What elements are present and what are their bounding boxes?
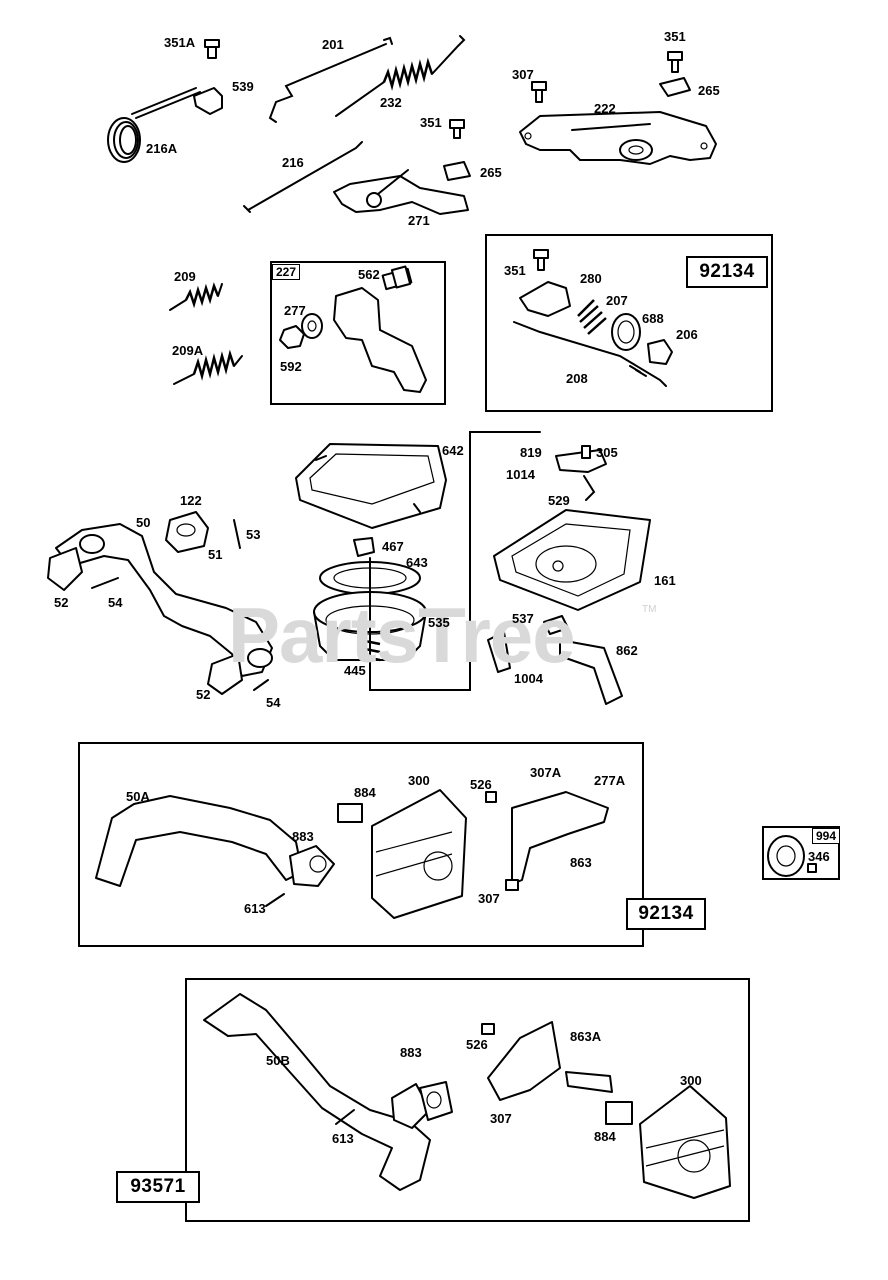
part-label-271: 271 bbox=[408, 213, 430, 228]
spring-209A-part bbox=[173, 349, 243, 385]
part-label-529: 529 bbox=[548, 493, 570, 508]
part-label-688: 688 bbox=[642, 311, 664, 326]
part-label-883-bottom: 883 bbox=[400, 1045, 422, 1060]
base-161-part bbox=[487, 445, 651, 705]
kit-number-93571: 93571 bbox=[116, 1171, 200, 1203]
part-label-351-kit: 351 bbox=[504, 263, 526, 278]
part-label-201: 201 bbox=[322, 37, 344, 52]
part-label-307-bottom: 307 bbox=[490, 1111, 512, 1126]
muffler-93571-part bbox=[203, 993, 731, 1199]
tag-994: 994 bbox=[812, 828, 841, 844]
frame-227-box bbox=[270, 261, 446, 405]
part-label-1014: 1014 bbox=[506, 467, 535, 482]
frame-93571-muffler-box bbox=[185, 978, 750, 1222]
frame-92134-muffler-box bbox=[78, 742, 644, 947]
spring-232-part bbox=[335, 35, 466, 117]
part-label-216A: 216A bbox=[146, 141, 178, 156]
part-label-863A: 863A bbox=[570, 1029, 602, 1044]
part-label-562: 562 bbox=[358, 267, 380, 282]
spring-216A-part bbox=[107, 87, 201, 163]
part-label-277: 277 bbox=[284, 303, 306, 318]
part-label-307A: 307A bbox=[530, 765, 562, 780]
part-label-539: 539 bbox=[232, 79, 254, 94]
part-label-445: 445 bbox=[344, 663, 366, 678]
tag-227: 227 bbox=[272, 264, 301, 280]
bolt-351-part bbox=[449, 51, 683, 139]
part-label-50B: 50B bbox=[266, 1053, 290, 1068]
part-label-52-top: 52 bbox=[54, 595, 69, 610]
part-label-819: 819 bbox=[520, 445, 542, 460]
part-label-307-mid: 307 bbox=[478, 891, 500, 906]
part-label-351-top: 351 bbox=[664, 29, 686, 44]
part-label-613-bottom: 613 bbox=[332, 1131, 354, 1146]
part-label-535: 535 bbox=[428, 615, 450, 630]
part-label-50: 50 bbox=[136, 515, 151, 530]
part-label-52-bottom: 52 bbox=[196, 687, 211, 702]
part-label-592: 592 bbox=[280, 359, 302, 374]
part-label-300-mid: 300 bbox=[408, 773, 430, 788]
frame-994-box bbox=[762, 826, 840, 880]
part-label-884-mid: 884 bbox=[354, 785, 376, 800]
part-label-206: 206 bbox=[676, 327, 698, 342]
link-201-part bbox=[268, 36, 393, 123]
part-label-122: 122 bbox=[180, 493, 202, 508]
bracket-539-part bbox=[193, 39, 223, 115]
muffler-92134-part bbox=[95, 789, 609, 919]
part-label-351A: 351A bbox=[164, 35, 196, 50]
kit-number-92134-top: 92134 bbox=[686, 256, 768, 288]
lever-562-part bbox=[279, 265, 427, 393]
kit-994-part bbox=[767, 835, 817, 877]
intake-50-part bbox=[47, 511, 273, 695]
part-label-51: 51 bbox=[208, 547, 223, 562]
part-label-307-top: 307 bbox=[512, 67, 534, 82]
partstree-watermark: PartsTree bbox=[228, 591, 576, 679]
part-label-300-bottom: 300 bbox=[680, 1073, 702, 1088]
part-label-53: 53 bbox=[246, 527, 261, 542]
part-label-537: 537 bbox=[512, 611, 534, 626]
kit-number-92134-mid: 92134 bbox=[626, 898, 706, 930]
part-label-884-bottom: 884 bbox=[594, 1129, 616, 1144]
part-label-351-mid: 351 bbox=[420, 115, 442, 130]
part-label-642: 642 bbox=[442, 443, 464, 458]
part-label-232: 232 bbox=[380, 95, 402, 110]
part-label-50A: 50A bbox=[126, 789, 150, 804]
part-label-265-mid: 265 bbox=[480, 165, 502, 180]
bracket-271-part bbox=[333, 161, 471, 215]
part-label-1004: 1004 bbox=[514, 671, 543, 686]
part-label-862: 862 bbox=[616, 643, 638, 658]
part-label-613-mid: 613 bbox=[244, 901, 266, 916]
part-label-161: 161 bbox=[654, 573, 676, 588]
part-label-305: 305 bbox=[596, 445, 618, 460]
part-label-54-bottom: 54 bbox=[266, 695, 281, 710]
part-label-207: 207 bbox=[606, 293, 628, 308]
part-label-643: 643 bbox=[406, 555, 428, 570]
governor-92134-part bbox=[513, 249, 673, 387]
frame-92134-top-box bbox=[485, 234, 773, 412]
part-label-209: 209 bbox=[174, 269, 196, 284]
filter-element-643-part bbox=[313, 431, 541, 691]
part-label-883-mid: 883 bbox=[292, 829, 314, 844]
part-label-265-top: 265 bbox=[698, 83, 720, 98]
link-216-part bbox=[243, 141, 363, 213]
spring-209-part bbox=[169, 282, 223, 311]
control-bracket-222-part bbox=[519, 77, 717, 165]
part-label-54-top: 54 bbox=[108, 595, 123, 610]
part-label-209A: 209A bbox=[172, 343, 204, 358]
part-label-277A: 277A bbox=[594, 773, 626, 788]
part-label-526: 526 bbox=[470, 777, 492, 792]
part-label-280: 280 bbox=[580, 271, 602, 286]
trademark-symbol: TM bbox=[642, 604, 657, 615]
part-label-222: 222 bbox=[594, 101, 616, 116]
part-label-346: 346 bbox=[808, 849, 830, 864]
part-label-863: 863 bbox=[570, 855, 592, 870]
air-cleaner-cover-642-part bbox=[295, 443, 447, 529]
part-label-467: 467 bbox=[382, 539, 404, 554]
part-label-526-bottom: 526 bbox=[466, 1037, 488, 1052]
part-label-216: 216 bbox=[282, 155, 304, 170]
part-label-208: 208 bbox=[566, 371, 588, 386]
